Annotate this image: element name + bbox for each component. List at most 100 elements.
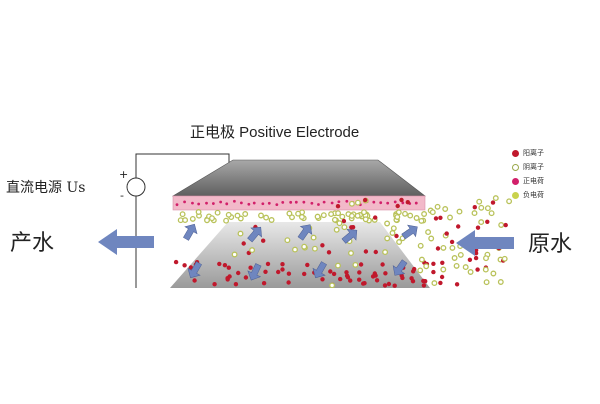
cation-particle <box>265 261 271 267</box>
cation-particle <box>348 278 353 283</box>
plus-sign: + <box>119 168 129 181</box>
cation-particle <box>286 271 292 276</box>
anion-particle <box>402 210 408 217</box>
anion-particle <box>311 245 318 252</box>
cation-particle <box>362 281 367 286</box>
anion-particle <box>195 209 202 215</box>
cation-particle <box>305 262 310 268</box>
cation-particle <box>394 233 399 239</box>
legend-swatch-positive-charge <box>512 177 519 185</box>
charge-dot <box>330 201 334 205</box>
anion-particle <box>292 246 298 253</box>
cation-particle <box>386 281 392 287</box>
cation-particle <box>173 259 179 265</box>
cation-particle <box>286 280 291 285</box>
cation-particle <box>248 265 253 270</box>
cation-particle <box>338 276 343 282</box>
anion-particle <box>417 267 424 274</box>
cation-particle <box>383 271 388 276</box>
cation-particle <box>261 281 267 286</box>
anion-particle <box>234 212 241 219</box>
anion-particle <box>407 212 414 219</box>
charge-dot <box>302 200 306 204</box>
cation-particle <box>263 269 268 274</box>
charge-dot <box>386 201 390 205</box>
anion-particle <box>490 270 497 277</box>
cation-particle <box>472 205 477 210</box>
cation-particle <box>280 262 285 267</box>
cation-particle <box>335 204 341 209</box>
product-water-arrow <box>98 229 154 255</box>
anion-particle <box>354 199 361 206</box>
electrode-label: 正电极 Positive Electrode <box>190 124 360 141</box>
cation-particle <box>411 269 416 274</box>
anion-particle <box>295 210 302 217</box>
anion-particle <box>497 279 504 285</box>
charge-dot <box>294 200 298 204</box>
cation-particle <box>326 250 332 255</box>
cation-particle <box>320 243 325 248</box>
anion-particle <box>336 220 343 227</box>
anion-particle <box>417 242 424 249</box>
anion-particle <box>263 214 270 221</box>
anion-particle <box>209 215 215 222</box>
cation-particle <box>421 278 426 284</box>
cation-particle <box>421 283 427 288</box>
anion-particle <box>434 203 441 210</box>
dc-power-label: 直流电源 Us <box>6 180 86 196</box>
cation-particle <box>302 271 307 277</box>
crop-mask <box>0 288 600 400</box>
anion-particle <box>442 206 449 212</box>
charge-dot <box>261 202 265 206</box>
raw-water-arrow <box>456 230 514 256</box>
charge-dot <box>414 201 418 205</box>
cation-particle <box>349 225 354 230</box>
charge-dot <box>372 200 376 204</box>
ion-migration-arrows <box>183 223 418 281</box>
cation-particle <box>380 262 385 267</box>
anion-particle <box>352 261 359 268</box>
anion-particle <box>249 247 256 254</box>
anion-particle <box>333 226 340 233</box>
charge-dot <box>289 200 293 204</box>
legend-item-cation: 阳离子 <box>512 148 544 158</box>
charge-dot <box>205 201 208 205</box>
cation-particle <box>236 270 241 276</box>
anion-particle <box>498 222 505 228</box>
anion-particle <box>483 255 489 262</box>
ion-arrow-icon <box>297 224 313 241</box>
legend-swatch-cation <box>512 149 519 157</box>
charge-dot <box>310 201 314 205</box>
anion-particle <box>182 217 189 224</box>
anion-particle <box>449 244 456 251</box>
cation-particle <box>475 267 480 272</box>
legend-item-negative-charge: 负电荷 <box>512 190 544 200</box>
anion-particle <box>314 213 321 220</box>
anion-particle <box>506 198 513 205</box>
charge-dot <box>211 202 215 205</box>
cation-particle <box>399 197 404 203</box>
anion-particle <box>284 237 291 244</box>
charge-dot <box>267 201 271 205</box>
ion-arrow-icon <box>401 224 418 240</box>
dc-source-symbol <box>126 177 146 197</box>
anion-particle <box>189 215 196 222</box>
cation-particle <box>233 282 239 287</box>
anion-particle <box>384 235 391 242</box>
cation-particle <box>444 231 449 236</box>
charge-dot <box>232 199 236 203</box>
legend-label-negative-charge: 负电荷 <box>523 191 544 199</box>
positive-charge-layer <box>172 195 426 211</box>
charge-dot <box>393 200 397 204</box>
legend-swatch-negative-charge <box>512 191 519 199</box>
legend-item-positive-charge: 正电荷 <box>512 176 544 186</box>
anion-particle <box>476 198 483 205</box>
anion-particle <box>492 195 499 202</box>
charge-dot <box>322 200 326 204</box>
legend-label-anion: 阴离子 <box>523 163 544 171</box>
charge-dot <box>225 202 229 206</box>
anion-particle <box>268 217 275 223</box>
anion-particle <box>339 213 346 220</box>
minus-sign: - <box>120 189 124 202</box>
cation-particle <box>439 274 445 280</box>
